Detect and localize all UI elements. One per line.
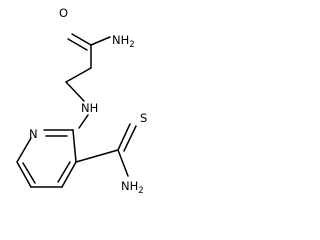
atom-carbonyl-oxygen: O	[59, 6, 68, 20]
bond-ring-c6-c5	[16, 161, 32, 188]
bond-ring-n1-c6	[16, 137, 32, 163]
bond-ring-c6-c5-inner	[22, 162, 36, 184]
structure-canvas: O NH2 NH N S NH2	[0, 0, 166, 227]
atom-thioamide-nitrogen: NH2	[121, 179, 144, 196]
bond-carbonyl-double-b	[67, 38, 88, 51]
bond-ring-c4-c3-inner	[57, 161, 71, 183]
atom-thio-sulfur: S	[140, 111, 147, 125]
bond-ring-c4-c3	[61, 161, 77, 188]
atom-amide-nitrogen-top-subscript: 2	[129, 40, 134, 50]
bond-thio-double-a	[117, 123, 131, 151]
bond-ring-to-thioamide	[75, 149, 119, 163]
bond-thio-nh2	[117, 149, 129, 177]
atom-thioamide-nitrogen-subscript: 2	[138, 186, 143, 196]
atom-ring-nitrogen: N	[29, 127, 38, 141]
atom-thioamide-nitrogen-symbol: NH	[121, 179, 138, 193]
atom-amide-nitrogen-top: NH2	[112, 33, 135, 50]
atom-amide-nitrogen-top-symbol: NH	[112, 33, 129, 47]
atom-labels: O NH2 NH N S NH2	[29, 6, 147, 196]
bond-c-nh2	[90, 36, 111, 46]
atom-secondary-amine: NH	[81, 101, 98, 115]
bonds	[16, 33, 137, 188]
bond-ch-nh	[65, 81, 85, 102]
bond-thio-double-b	[123, 125, 137, 152]
bond-ring-c3-c2	[72, 129, 77, 163]
bond-nh-ring	[78, 114, 89, 129]
bond-ch2-ch	[65, 67, 92, 83]
molecule-diagram: O NH2 NH N S NH2	[16, 6, 147, 196]
bond-carbonyl-double-a	[71, 33, 92, 46]
